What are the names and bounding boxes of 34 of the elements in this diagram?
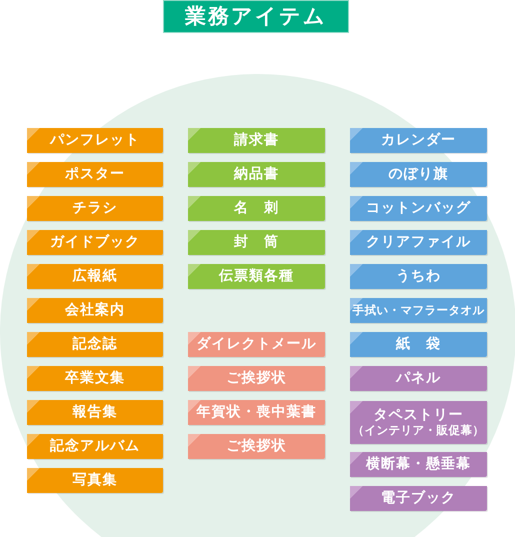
item-box: ダイレクトメール — [188, 332, 325, 357]
item-box: 伝票類各種 — [188, 264, 325, 289]
item-box: 会社案内 — [27, 298, 163, 323]
item-name: タペストリー — [374, 408, 464, 424]
item-box: 年賀状・喪中葉書 — [188, 400, 325, 425]
item-box: 記念アルバム — [27, 434, 163, 459]
item-box — [350, 401, 487, 444]
item-box: チラシ — [27, 196, 163, 221]
item-box: 請求書 — [188, 128, 325, 153]
item-box: ご挨拶状 — [188, 366, 325, 391]
item-box: 卒業文集 — [27, 366, 163, 391]
item-box: 納品書 — [188, 162, 325, 187]
item-box: ご挨拶状 — [188, 434, 325, 459]
item-box: 写真集 — [27, 468, 163, 493]
item-box: カレンダー — [350, 128, 487, 153]
item-box: 報告集 — [27, 400, 163, 425]
item-box: 封 筒 — [188, 230, 325, 255]
item-box: 名 刺 — [188, 196, 325, 221]
item-box: 手拭い・マフラータオル — [350, 298, 487, 323]
title-banner: 業務アイテム — [163, 0, 349, 33]
item-box: 電子ブック — [350, 486, 487, 511]
item-note: （インテリア・販促幕） — [352, 424, 484, 437]
item-box: パネル — [350, 366, 487, 391]
item-box: クリアファイル — [350, 230, 487, 255]
item-box: のぼり旗 — [350, 162, 487, 187]
item-box: うちわ — [350, 264, 487, 289]
item-box: パンフレット — [27, 128, 163, 153]
item-box: 記念誌 — [27, 332, 163, 357]
item-box: コットンバッグ — [350, 196, 487, 221]
item-box: 横断幕・懸垂幕 — [350, 452, 487, 477]
item-box: ポスター — [27, 162, 163, 187]
item-box: ガイドブック — [27, 230, 163, 255]
item-box: 紙 袋 — [350, 332, 487, 357]
item-box: 広報紙 — [27, 264, 163, 289]
